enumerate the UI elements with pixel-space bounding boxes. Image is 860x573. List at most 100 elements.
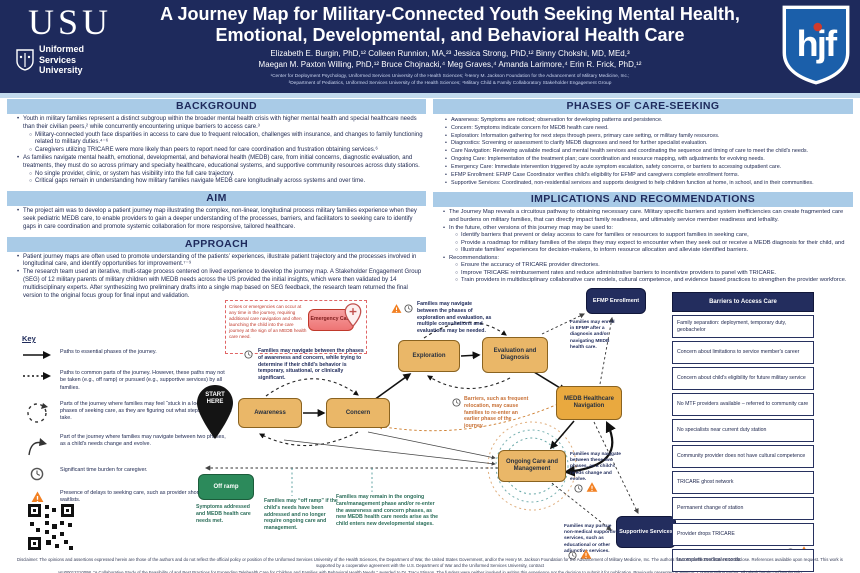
background-bullet: Critical gaps remain in understanding ho… bbox=[29, 178, 424, 186]
header-banner: USU Uniformed Services University A Jour… bbox=[0, 0, 860, 93]
section-aim: AIM The project aim was to develop a pat… bbox=[7, 191, 426, 231]
barriers-title: Barriers to Access Care bbox=[672, 292, 814, 312]
approach-bullet: Patient journey maps are often used to p… bbox=[17, 254, 424, 270]
note-barriers-reenter: Barriers, such as frequent relocation, m… bbox=[464, 396, 529, 429]
left-column: BACKGROUND Youth in military families re… bbox=[7, 99, 426, 299]
note-awareness-concern: Families may navigate between the phases… bbox=[258, 348, 364, 381]
barrier-row: Concern about child's eligibility for fu… bbox=[672, 367, 814, 390]
key-title: Key bbox=[22, 334, 36, 343]
background-bullet: As families navigate mental health, emot… bbox=[17, 155, 424, 171]
affiliations-line2: ³Department of Pediatrics, Uniformed Ser… bbox=[288, 81, 612, 87]
barrier-row: Concern about limitations to service mem… bbox=[672, 341, 814, 364]
phase-item: Emergency Care: Immediate intervention t… bbox=[445, 164, 853, 172]
clock-icon bbox=[575, 485, 582, 492]
warning-icon bbox=[392, 304, 402, 313]
disclaimer: Disclaimer: The opinions and assertions … bbox=[8, 557, 852, 573]
qr-code bbox=[26, 502, 76, 552]
implication-bullet: Provide a roadmap for military families … bbox=[455, 240, 851, 248]
phase-item: Concern: Symptoms indicate concern for M… bbox=[445, 125, 853, 133]
implication-bullet: Illustrate families’ experiences for dec… bbox=[455, 247, 851, 255]
node-medb-healthcare-navigation: MEDB Healthcare Navigation bbox=[556, 386, 622, 420]
implication-bullet: Improve TRICARE reimbursement rates and … bbox=[455, 270, 851, 278]
loop-icon bbox=[22, 401, 52, 425]
node-efmp-enrollment: EFMP Enrollment bbox=[586, 288, 646, 314]
clock-icon bbox=[453, 399, 460, 406]
affiliations: ¹Center for Deployment Psychology, Unifo… bbox=[130, 73, 770, 87]
barrier-row: No MTF providers available – referred to… bbox=[672, 393, 814, 416]
approach-header: APPROACH bbox=[7, 236, 426, 252]
note-symptoms-addressed: Symptoms addressed and MEDB health care … bbox=[196, 504, 251, 524]
clock-icon bbox=[22, 467, 52, 481]
disclaimer-line2: HU00012210098, “A Collaborative Study of… bbox=[58, 569, 802, 573]
usu-line3: University bbox=[39, 65, 83, 76]
barrier-row: TRICARE ghost network bbox=[672, 471, 814, 494]
background-bullet: Military-connected youth face disparitie… bbox=[29, 132, 424, 148]
implication-bullet: Recommendations: bbox=[443, 255, 851, 263]
background-header: BACKGROUND bbox=[7, 99, 426, 114]
note-exploration-evaluation: Families may navigate between the phases… bbox=[417, 301, 492, 334]
implication-bullet: Train providers in multidisciplinary col… bbox=[455, 277, 851, 285]
section-background: BACKGROUND Youth in military families re… bbox=[7, 99, 426, 186]
dotted-arrow-icon bbox=[22, 370, 52, 382]
usu-logo: USU Uniformed Services University bbox=[16, 2, 124, 76]
affiliations-line1: ¹Center for Deployment Psychology, Unifo… bbox=[270, 74, 630, 80]
note-two-phases: Families may navigate between these two … bbox=[570, 452, 621, 482]
barrier-row: Family separation: deployment, temporary… bbox=[672, 315, 814, 338]
note-off-ramp: Families may “off ramp” if the child's n… bbox=[264, 498, 338, 531]
authors-line2: Maegan M. Paxton Willing, PhD,¹² Bruce C… bbox=[258, 60, 642, 70]
solid-arrow-icon bbox=[22, 349, 52, 361]
phase-item: EFMP Enrollment: EFMP Case Coordinator v… bbox=[445, 172, 853, 180]
aim-header: AIM bbox=[7, 191, 426, 207]
implication-bullet: In the future, other versions of this jo… bbox=[443, 225, 851, 233]
node-concern: Concern bbox=[326, 398, 390, 428]
key-item-label: Presence of delays to seeking care, such… bbox=[60, 489, 223, 504]
barriers-table: Barriers to Access Care Family separatio… bbox=[672, 292, 814, 573]
clock-icon bbox=[245, 351, 252, 358]
curved-arrow-icon bbox=[22, 434, 52, 458]
phase-item: Ongoing Care: Implementation of the trea… bbox=[445, 156, 853, 164]
section-implications: IMPLICATIONS AND RECOMMENDATIONS The Jou… bbox=[433, 192, 853, 284]
key-item-label: Part of the journey where families may n… bbox=[60, 433, 226, 448]
barrier-row: No specialists near current duty station bbox=[672, 419, 814, 442]
disclaimer-line1: Disclaimer: The opinions and assertions … bbox=[17, 557, 843, 569]
page-title: A Journey Map for Military-Connected You… bbox=[130, 4, 770, 46]
implication-bullet: Identify barriers that prevent or delay … bbox=[455, 232, 851, 240]
usu-line2: Services bbox=[39, 54, 77, 65]
approach-bullet: The research team used an iterative, mul… bbox=[17, 269, 424, 299]
barrier-row: Community provider does not have cultura… bbox=[672, 445, 814, 468]
node-awareness: Awareness bbox=[238, 398, 302, 428]
key-item-label: Paths to common parts of the journey. Ho… bbox=[60, 370, 225, 391]
note-remain: Families may remain in the ongoing care/… bbox=[336, 494, 439, 527]
usu-line1: Uniformed bbox=[39, 43, 84, 54]
header-divider bbox=[0, 93, 860, 98]
hjf-logo: hjf bbox=[780, 4, 852, 91]
title-line2: Emotional, Developmental, and Behavioral… bbox=[215, 25, 685, 46]
section-phases: PHASES OF CARE-SEEKING Awareness: Sympto… bbox=[433, 99, 853, 187]
node-evaluation-diagnosis: Evaluation and Diagnosis bbox=[482, 337, 548, 373]
implication-bullet: The Journey Map reveals a circuitous pat… bbox=[443, 209, 851, 224]
background-bullet: Caregivers utilizing TRICARE were more l… bbox=[29, 147, 424, 155]
legend-key: Key Paths to essential phases of the jou… bbox=[22, 334, 232, 514]
implication-bullet: Ensure the accuracy of TRICARE provider … bbox=[455, 262, 851, 270]
phase-item: Supportive Services: Coordinated, non-re… bbox=[445, 180, 853, 188]
section-approach: APPROACH Patient journey maps are often … bbox=[7, 236, 426, 299]
barrier-row: Provider drops TRICARE bbox=[672, 523, 814, 546]
phase-item: Exploration: Information gathering for n… bbox=[445, 133, 853, 141]
barrier-row: Incomplete medical records bbox=[672, 549, 814, 572]
node-off-ramp: Off ramp bbox=[198, 474, 254, 500]
authors: Elizabeth E. Burgin, PhD,¹² Colleen Runn… bbox=[130, 49, 770, 71]
usu-shield-icon bbox=[16, 49, 34, 71]
usu-acronym: USU bbox=[27, 2, 113, 42]
right-column: PHASES OF CARE-SEEKING Awareness: Sympto… bbox=[433, 99, 853, 295]
key-item-label: Paths to essential phases of the journey… bbox=[60, 349, 157, 355]
barrier-row: Permanent change of station bbox=[672, 497, 814, 520]
aim-bullet: The project aim was to develop a patient… bbox=[17, 208, 424, 231]
phases-header: PHASES OF CARE-SEEKING bbox=[433, 99, 853, 114]
emergency-pin-icon bbox=[344, 303, 362, 327]
node-ongoing-care: Ongoing Care and Management bbox=[498, 450, 566, 482]
title-line1: A Journey Map for Military-Connected You… bbox=[160, 4, 740, 24]
key-item-label: Parts of the journey where families may … bbox=[60, 400, 232, 422]
node-exploration: Exploration bbox=[398, 340, 460, 372]
clock-icon bbox=[405, 305, 412, 312]
